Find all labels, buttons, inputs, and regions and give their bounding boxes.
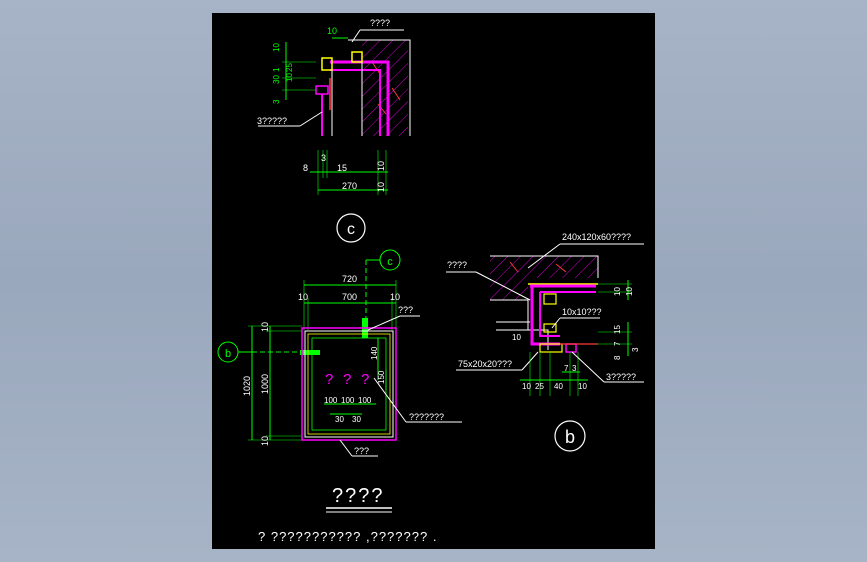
plan-dim-10-right: 10	[390, 292, 400, 302]
plan-dim-100-a: 100	[324, 396, 338, 405]
detail-b-dim-7: 7	[564, 364, 569, 373]
plan-frame-inner	[307, 333, 391, 435]
plan-dim-10-bottom: 10	[260, 436, 270, 446]
detail-b-symbol	[554, 420, 586, 452]
plan-frame-mid	[304, 330, 394, 438]
plan-dim-10-left: 10	[298, 292, 308, 302]
plan-label-right: ???????	[409, 412, 444, 422]
detail-b-dim-bottom-10a: 10	[522, 382, 531, 391]
plan-dim-10-top: 10	[260, 322, 270, 332]
detail-c-dim-bottom-10: 10	[376, 161, 386, 171]
detail-c-dim-left-1: 10	[272, 43, 281, 52]
detail-c-dim-left-6: 3	[272, 99, 281, 104]
detail-b-dim-left-10: 10	[512, 333, 521, 342]
detail-b-dim-right-4: 7	[613, 341, 622, 346]
plan-dim-100-b: 100	[341, 396, 355, 405]
plan-dim-150: 150	[377, 370, 386, 384]
detail-b-dim-right-5: 8	[613, 355, 622, 360]
plan-dim-30-a: 30	[335, 415, 344, 424]
plan-center-text-3: ?	[361, 371, 371, 388]
detail-c-dim-right: 10	[376, 182, 386, 192]
plan-dim-700: 700	[342, 292, 357, 302]
detail-b-dim-right-6: 3	[631, 347, 640, 352]
plan-dim-100-c: 100	[358, 396, 372, 405]
drawing-title: ????	[332, 485, 385, 507]
drawing-footnote: ? ??????????? ,??????? .	[258, 529, 437, 544]
plan-dim-30-b: 30	[352, 415, 361, 424]
detail-c: 10 ???? 10 25 10 30 1 3 3????? 8 3	[257, 18, 411, 243]
detail-c-dim-left-4: 30	[272, 75, 281, 84]
plan-dim-1020: 1020	[242, 376, 252, 396]
detail-c-dim-left-5: 1	[272, 67, 281, 72]
detail-c-symbol-label: c	[347, 221, 355, 238]
plan-symbol-top: c	[387, 256, 393, 268]
plan-label-bottom: ???	[354, 446, 369, 456]
detail-c-dim-left-2: 25	[285, 63, 294, 72]
detail-b-symbol-label: b	[565, 427, 575, 447]
detail-c-wall	[348, 39, 411, 136]
detail-b-label-mid-right: 10x10???	[562, 307, 602, 317]
plan-label-top: ???	[398, 305, 413, 315]
plan-dim-720: 720	[342, 274, 357, 284]
detail-b-dim-right-2: 10	[625, 287, 634, 296]
frame-plan: c 720 10 700 10 b 1020 1000	[217, 249, 462, 457]
detail-c-symbol	[336, 213, 366, 243]
detail-b-dim-right-1: 10	[613, 287, 622, 296]
plan-frame-outer	[301, 327, 397, 441]
detail-c-dim-top: 10	[327, 26, 337, 36]
plan-center-text-2: ?	[343, 371, 353, 388]
title-block: ???? ? ??????????? ,??????? .	[258, 485, 437, 544]
detail-b-label-top-left: ????	[447, 260, 467, 270]
cad-viewport[interactable]	[212, 13, 655, 549]
plan-dim-140: 140	[370, 346, 379, 360]
detail-c-callout-top: ????	[370, 18, 390, 28]
detail-b-dim-bottom-40: 40	[554, 382, 563, 391]
plan-symbol-left: b	[225, 348, 231, 360]
detail-c-note: 3?????	[257, 116, 287, 126]
detail-c-dim-bottom-15: 15	[337, 163, 347, 173]
detail-c-frame	[315, 51, 390, 136]
detail-b-label-top-right: 240x120x60????	[562, 232, 631, 242]
detail-b-note: 3?????	[606, 372, 636, 382]
detail-b: ???? 240x120x60???? 10 10 15 7 8 3 10x10…	[446, 232, 644, 452]
detail-b-dim-bottom-25: 25	[535, 382, 544, 391]
detail-b-dim-right-3: 15	[613, 325, 622, 334]
detail-b-dim-3: 3	[572, 364, 577, 373]
detail-b-dim-bottom-10b: 10	[578, 382, 587, 391]
detail-c-dim-bottom-3: 3	[321, 153, 326, 163]
plan-dim-1000: 1000	[260, 374, 270, 394]
detail-c-dim-left-3: 10	[285, 73, 294, 82]
detail-b-label-bottom-left: 75x20x20???	[458, 359, 512, 369]
detail-c-dim-bottom-8: 8	[303, 163, 308, 173]
plan-center-text-1: ?	[325, 371, 335, 388]
detail-c-dim-total: 270	[342, 181, 357, 191]
